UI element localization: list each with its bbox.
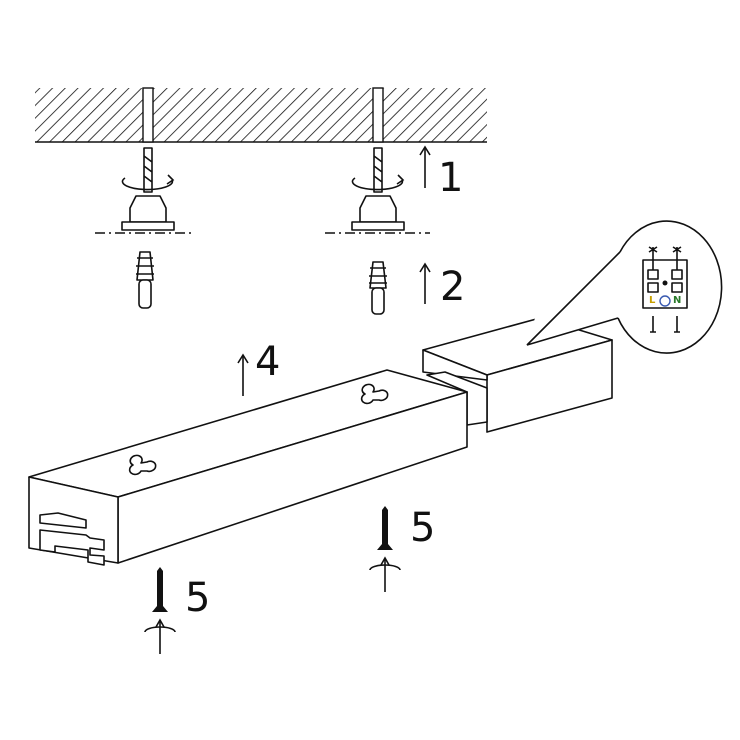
wall-plug-left-icon bbox=[136, 251, 154, 309]
ceiling bbox=[35, 87, 487, 143]
arrow-up-4-icon bbox=[237, 353, 249, 396]
terminal-live-label: L bbox=[649, 295, 656, 306]
screw-right-icon bbox=[369, 506, 401, 592]
callout-terminal-block bbox=[526, 220, 723, 354]
screw-left-icon bbox=[144, 567, 176, 654]
drill-left-icon bbox=[95, 147, 195, 234]
wall-plug-right-icon bbox=[369, 261, 387, 315]
drill-right-icon bbox=[325, 147, 430, 234]
track-profile bbox=[28, 369, 468, 566]
step-1-label: 1 bbox=[438, 155, 464, 201]
step-2-label: 2 bbox=[440, 264, 466, 310]
step-4-label: 4 bbox=[255, 339, 281, 385]
arrow-up-2-icon bbox=[419, 262, 431, 304]
terminal-neutral-label: N bbox=[673, 295, 682, 306]
arrow-up-1-icon bbox=[419, 145, 431, 188]
step-5-label-left: 5 bbox=[185, 575, 211, 621]
step-5-label-right: 5 bbox=[410, 505, 436, 551]
